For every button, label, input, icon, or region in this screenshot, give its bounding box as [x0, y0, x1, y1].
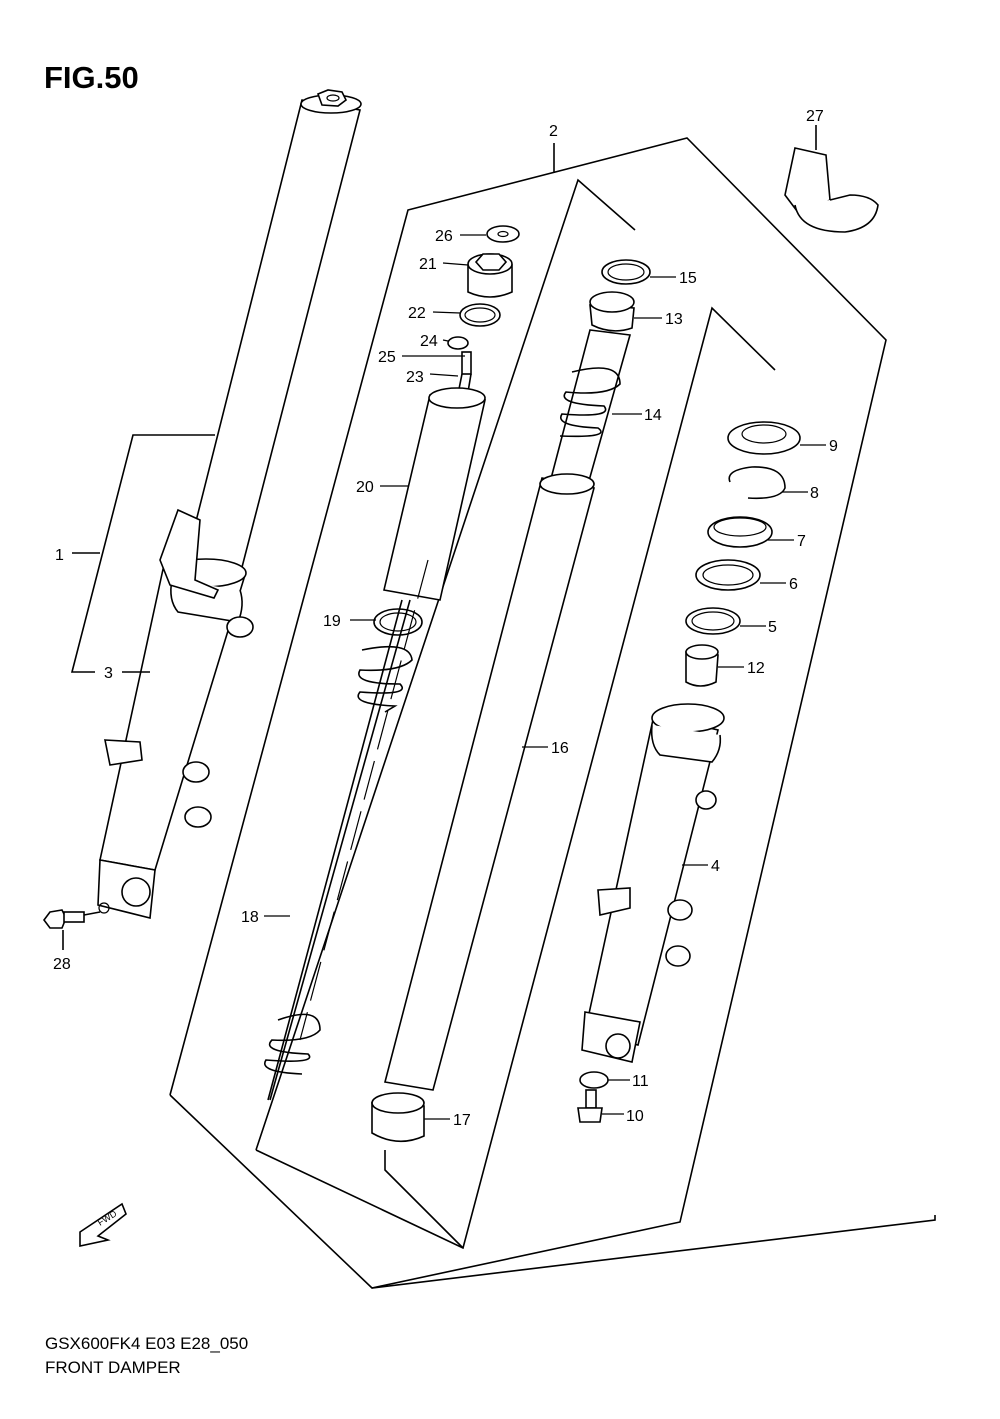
left-fork-assembly — [70, 89, 362, 919]
callout-27: 27 — [806, 108, 824, 125]
forward-arrow-icon: FWD — [79, 1202, 127, 1247]
cartridge-internals — [371, 259, 651, 1143]
bolt-part-28 — [43, 909, 101, 950]
callout-16: 16 — [551, 740, 569, 757]
callout-8: 8 — [810, 485, 819, 502]
callout-6: 6 — [789, 576, 798, 593]
callout-28: 28 — [53, 956, 71, 973]
dust-seal-part-27 — [784, 125, 879, 233]
callout-11: 11 — [632, 1073, 649, 1090]
damper-internals — [264, 225, 520, 1101]
leader-lines — [264, 234, 826, 1120]
callout-3: 3 — [104, 665, 113, 682]
callout-23: 23 — [406, 369, 424, 386]
callout-10: 10 — [626, 1108, 644, 1125]
callout-9: 9 — [829, 438, 838, 455]
model-code: GSX600FK4 E03 E28_050 — [45, 1334, 249, 1353]
callout-20: 20 — [356, 479, 374, 496]
callout-7: 7 — [797, 533, 806, 550]
callout-22: 22 — [408, 305, 426, 322]
callout-12: 12 — [747, 660, 765, 677]
callout-labels: 1 2 3 4 5 6 7 8 9 10 11 12 13 14 15 16 1… — [53, 108, 838, 1129]
callout-4: 4 — [711, 858, 720, 875]
callout-19: 19 — [323, 613, 341, 630]
callout-1: 1 — [55, 547, 64, 564]
callout-25: 25 — [378, 349, 396, 366]
callout-5: 5 — [768, 619, 777, 636]
assembly-2-outline — [169, 137, 936, 1289]
diagram-footer: GSX600FK4 E03 E28_050 FRONT DAMPER — [45, 1332, 248, 1380]
callout-24: 24 — [420, 333, 438, 350]
callout-13: 13 — [665, 311, 683, 328]
callout-17: 17 — [453, 1112, 471, 1129]
right-fork-parts — [577, 421, 801, 1123]
section-name: FRONT DAMPER — [45, 1358, 181, 1377]
callout-14: 14 — [644, 407, 662, 424]
callout-2: 2 — [549, 123, 558, 140]
callout-21: 21 — [419, 256, 437, 273]
callout-15: 15 — [679, 270, 697, 287]
callout-26: 26 — [435, 228, 453, 245]
figure-title: FIG.50 — [44, 60, 139, 95]
callout-18: 18 — [241, 909, 259, 926]
